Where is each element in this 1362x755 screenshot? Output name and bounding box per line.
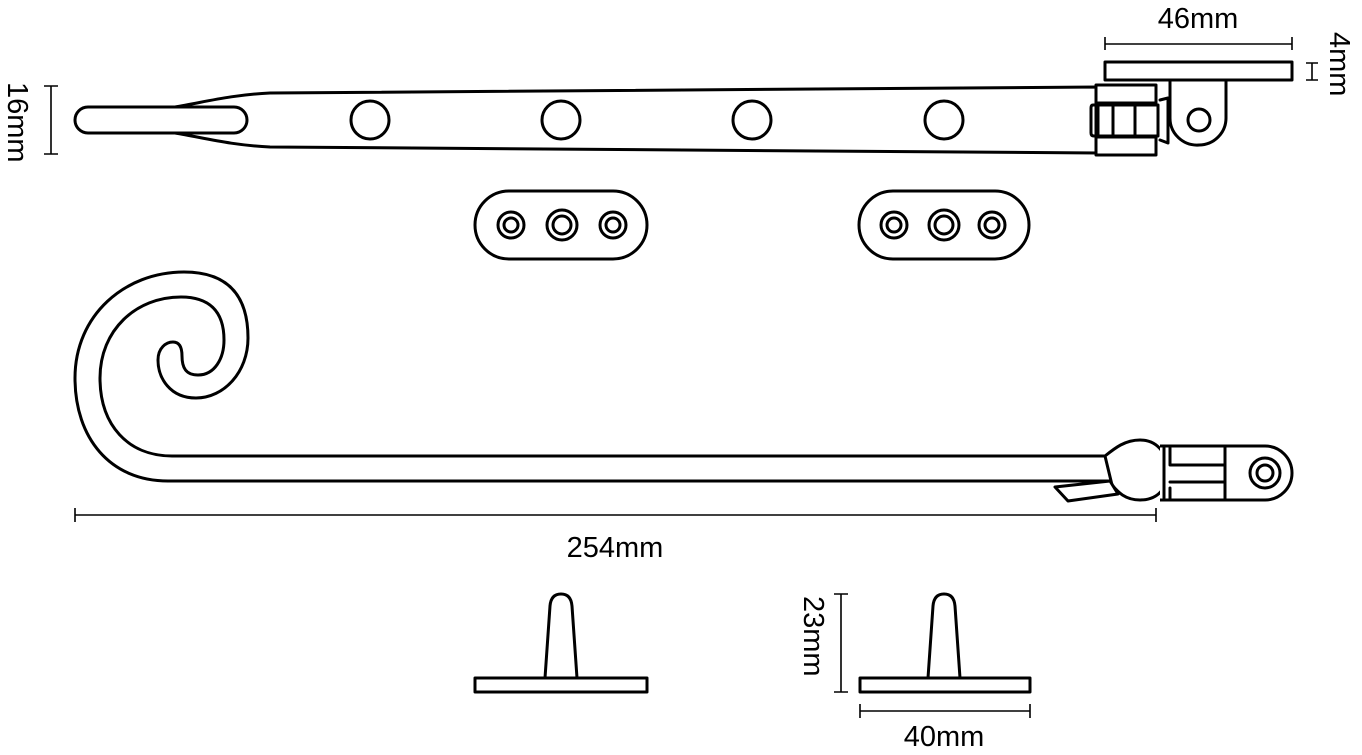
arm-hole xyxy=(349,99,391,141)
hinge-assembly xyxy=(1089,60,1294,157)
dim-label-40mm: 40mm xyxy=(904,721,985,753)
dim-label-46mm: 46mm xyxy=(1158,3,1239,35)
mounting-plate-left xyxy=(473,189,649,261)
dim-label-4mm: 4mm xyxy=(1323,32,1355,96)
stay-arm-top-view xyxy=(73,60,1294,157)
arm-hole xyxy=(923,99,965,141)
mounting-plate-right xyxy=(857,189,1031,261)
arm-hole xyxy=(540,99,582,141)
stay-arm-side-view xyxy=(73,270,1294,503)
stay-pin-left xyxy=(473,592,649,694)
dim-label-23mm: 23mm xyxy=(797,596,829,677)
stay-pin-right xyxy=(858,592,1032,694)
arm-hole xyxy=(731,99,773,141)
dim-plate-thickness: 4mm xyxy=(1306,32,1355,96)
dim-label-16mm: 16mm xyxy=(1,82,33,163)
dim-arm-width: 16mm xyxy=(1,82,58,163)
dim-pin-plate-width: 40mm xyxy=(859,704,1031,753)
dim-overall-length: 254mm xyxy=(74,508,1157,564)
dim-pin-height: 23mm xyxy=(797,593,848,693)
hinge-plate xyxy=(1103,60,1294,82)
dim-label-254mm: 254mm xyxy=(567,532,664,564)
dim-plate-length: 46mm xyxy=(1104,3,1293,50)
